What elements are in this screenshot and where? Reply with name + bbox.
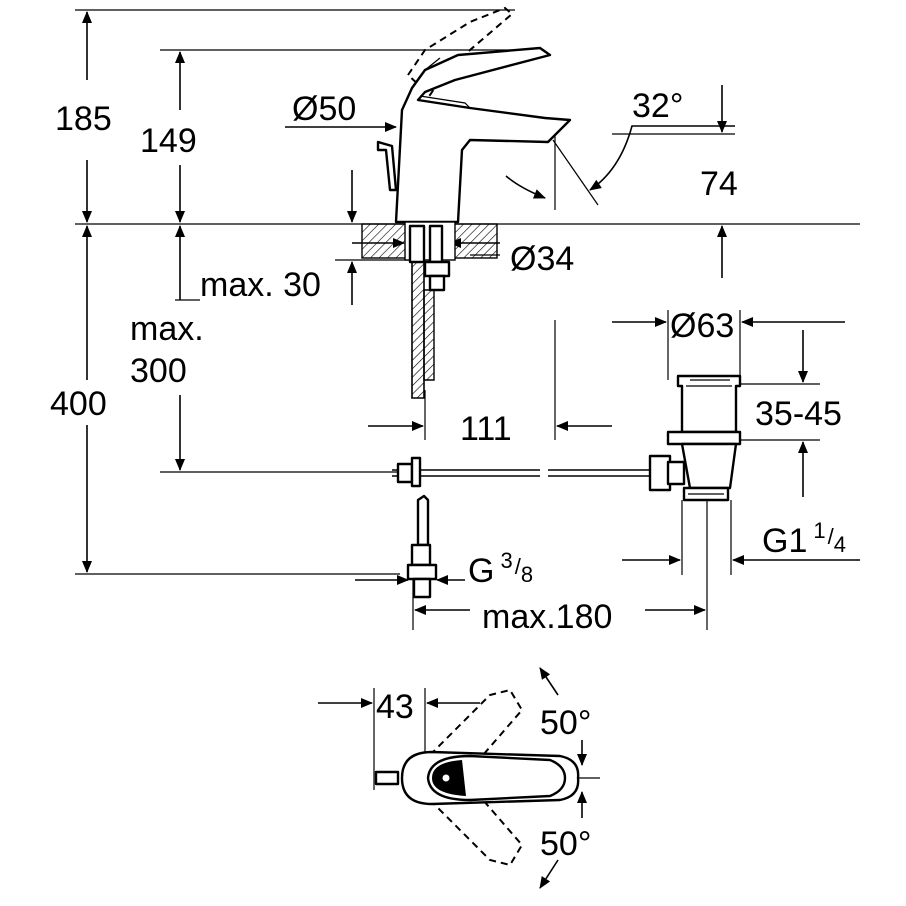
dim-waste-height: 35-45	[755, 395, 842, 433]
dim-max-deck: max. 30	[200, 266, 321, 304]
waste-fitting	[648, 374, 742, 502]
pop-up-linkage	[392, 456, 650, 488]
dim-rotation-lower: 50°	[540, 825, 591, 863]
dim-max-depth-line2: 300	[130, 352, 187, 390]
dim-total-height: 185	[55, 100, 112, 138]
supply-thread-base: G	[468, 552, 494, 590]
supply-connector	[406, 494, 438, 599]
dim-lever-height: 149	[140, 122, 197, 160]
dim-spout-angle: 32°	[632, 87, 683, 125]
dimension-lines	[82, 10, 860, 889]
dim-waste-distance: max.180	[482, 598, 612, 636]
faucet-side-view	[361, 6, 572, 399]
waste-thread-slash: /	[828, 524, 835, 549]
supply-thread-den: 8	[521, 562, 533, 587]
dimension-labels: 185 149 Ø50 32° 74 Ø34 max. 30 max. 300 …	[50, 87, 846, 863]
waste-thread-num: 1	[813, 518, 825, 543]
waste-thread-base: G1	[762, 522, 807, 560]
waste-thread-den: 4	[834, 532, 846, 557]
dim-spout-diameter: Ø50	[292, 90, 356, 128]
supply-thread-slash: /	[515, 554, 522, 579]
reference-lines	[75, 9, 860, 630]
supply-thread-num: 3	[500, 548, 512, 573]
dim-below-deck: 400	[50, 385, 107, 423]
dim-waste-diameter: Ø63	[670, 307, 734, 345]
dim-lever-offset: 43	[376, 688, 414, 726]
dim-spout-reach: 111	[460, 410, 512, 448]
faucet-plan-view	[374, 688, 580, 867]
dim-rotation-upper: 50°	[540, 704, 591, 742]
dim-max-depth-line1: max.	[130, 310, 204, 348]
dim-shank-diameter: Ø34	[510, 240, 574, 278]
dim-outlet-height: 74	[700, 165, 738, 203]
